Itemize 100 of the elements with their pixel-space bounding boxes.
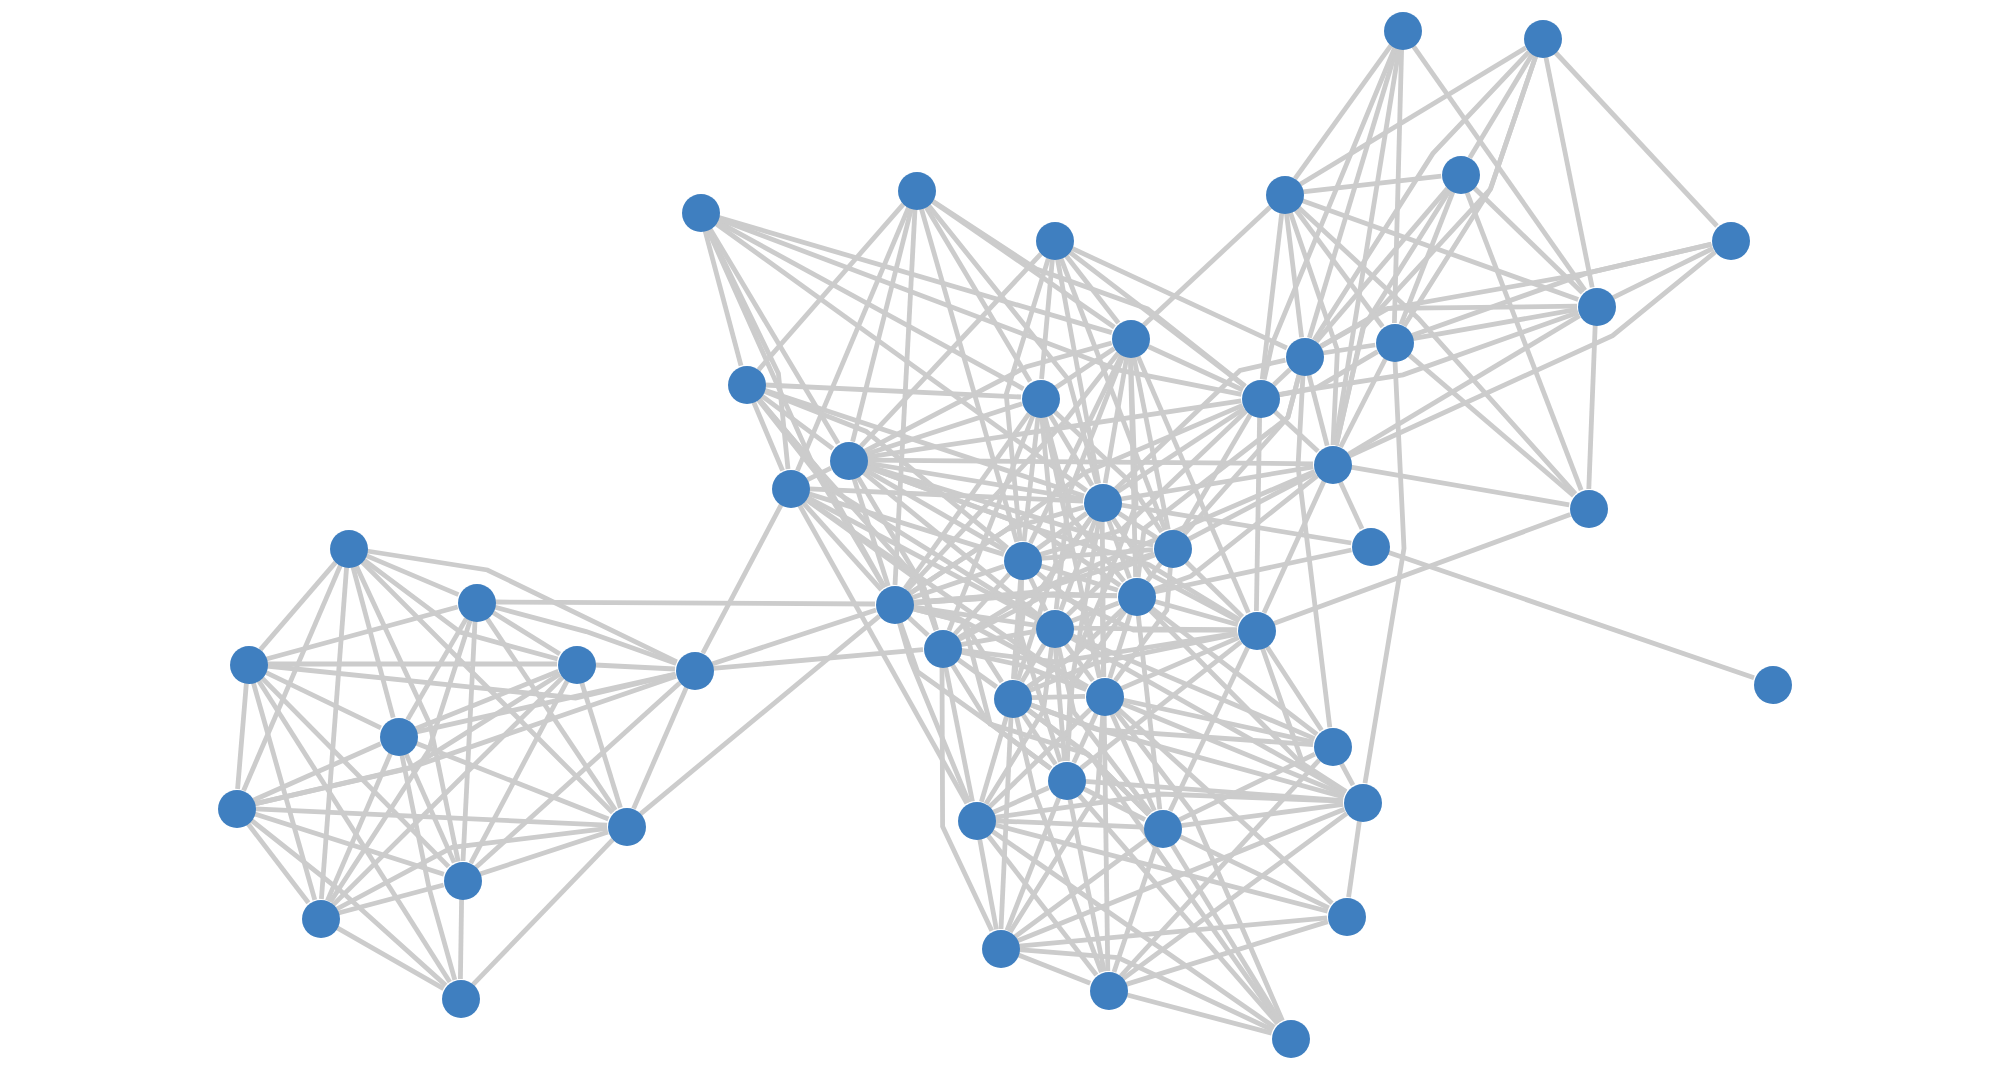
network-node xyxy=(957,801,995,839)
network-node xyxy=(1047,761,1085,799)
edge-line xyxy=(1346,820,1362,898)
edge-line xyxy=(712,647,924,671)
edge-line xyxy=(1153,598,1239,628)
network-node xyxy=(993,679,1031,717)
edge-line xyxy=(468,679,570,865)
edge-line xyxy=(1611,246,1715,300)
network-node xyxy=(1577,287,1615,325)
edge-line xyxy=(594,662,676,672)
edge-line xyxy=(1362,360,1407,784)
edge-line xyxy=(957,592,1117,642)
edge-line xyxy=(328,619,473,904)
edge-line xyxy=(977,838,999,930)
edge-line xyxy=(1392,48,1404,324)
edge-line xyxy=(1553,50,1719,228)
edge-line xyxy=(1272,367,1292,387)
network-node xyxy=(923,629,961,667)
edge-line xyxy=(960,649,1088,692)
edge-line xyxy=(1039,258,1055,380)
edge-line xyxy=(1153,473,1319,592)
edge-line xyxy=(1071,712,1099,764)
edge-line xyxy=(1180,802,1344,828)
edge-line xyxy=(1026,607,1125,690)
edge-line xyxy=(1042,415,1126,583)
edge-line xyxy=(1338,761,1356,787)
edge-line xyxy=(960,630,1238,665)
network-node xyxy=(1265,175,1303,213)
edge-line xyxy=(1116,406,1246,494)
edge-line xyxy=(1067,249,1247,389)
edge-line xyxy=(403,752,457,864)
edge-line xyxy=(1058,518,1098,612)
edge-line xyxy=(759,393,835,451)
edge-line xyxy=(1278,310,1579,398)
edge-line xyxy=(259,675,451,869)
edge-line xyxy=(1295,374,1333,728)
edge-line xyxy=(943,666,975,802)
edge-line xyxy=(1114,357,1286,491)
edge-line xyxy=(254,806,608,828)
edge-line xyxy=(1406,352,1576,498)
edge-line xyxy=(414,668,560,732)
edge-line xyxy=(1120,464,1314,502)
network-node xyxy=(1351,527,1389,565)
edge-line xyxy=(1079,639,1243,771)
edge-line xyxy=(1293,207,1385,329)
edge-line xyxy=(805,494,1039,622)
edge-line xyxy=(479,829,609,877)
edge-line xyxy=(250,681,318,901)
edge-line xyxy=(366,548,678,664)
edge-line xyxy=(1319,241,1712,349)
edge-line xyxy=(252,741,382,803)
edge-line xyxy=(471,837,615,987)
edge-line xyxy=(1063,253,1121,325)
edge-line xyxy=(906,615,930,637)
edge-line xyxy=(1169,842,1283,1024)
network-node xyxy=(771,469,809,507)
edge-line xyxy=(714,221,1088,493)
edge-line xyxy=(985,833,1099,977)
edge-line xyxy=(458,898,464,980)
network-node xyxy=(1523,19,1561,57)
edge-line xyxy=(987,707,1093,809)
edge-line xyxy=(1254,416,1262,612)
edge-line xyxy=(1014,715,1104,974)
edge-line xyxy=(756,202,906,372)
edge-line xyxy=(1053,354,1126,610)
edge-line xyxy=(414,740,610,822)
edge-line xyxy=(1028,353,1124,545)
edge-line xyxy=(335,925,445,991)
edge-line xyxy=(1110,516,1241,624)
edge-line xyxy=(1121,811,1349,981)
edge-line xyxy=(1178,752,1316,822)
edge-line xyxy=(1301,198,1579,302)
edge-line xyxy=(495,599,875,607)
edge-line xyxy=(254,673,677,807)
edge-line xyxy=(1021,416,1041,542)
edge-line xyxy=(1168,646,1250,812)
edge-line xyxy=(399,754,458,981)
edge-line xyxy=(1102,356,1130,484)
edge-line xyxy=(331,675,565,907)
edge-line xyxy=(1543,56,1595,288)
edge-line xyxy=(490,609,562,657)
edge-line xyxy=(1040,547,1154,561)
edge-line xyxy=(702,229,744,367)
edge-line xyxy=(1067,798,1107,972)
edge-line xyxy=(1154,547,1352,595)
edge-line xyxy=(235,682,249,790)
edge-line xyxy=(474,681,682,869)
edge-line xyxy=(863,467,1007,553)
edge-line xyxy=(1101,714,1111,972)
network-node xyxy=(1711,221,1749,259)
network-node xyxy=(457,583,495,621)
edge-line xyxy=(851,477,891,587)
edge-line xyxy=(1411,44,1587,292)
edge-line xyxy=(1412,307,1578,341)
edge-line xyxy=(1338,357,1388,449)
edge-line xyxy=(1025,707,1151,817)
edge-line xyxy=(1147,607,1347,795)
network-node xyxy=(981,929,1019,967)
network-node xyxy=(1089,971,1127,1009)
network-node xyxy=(1021,379,1059,417)
